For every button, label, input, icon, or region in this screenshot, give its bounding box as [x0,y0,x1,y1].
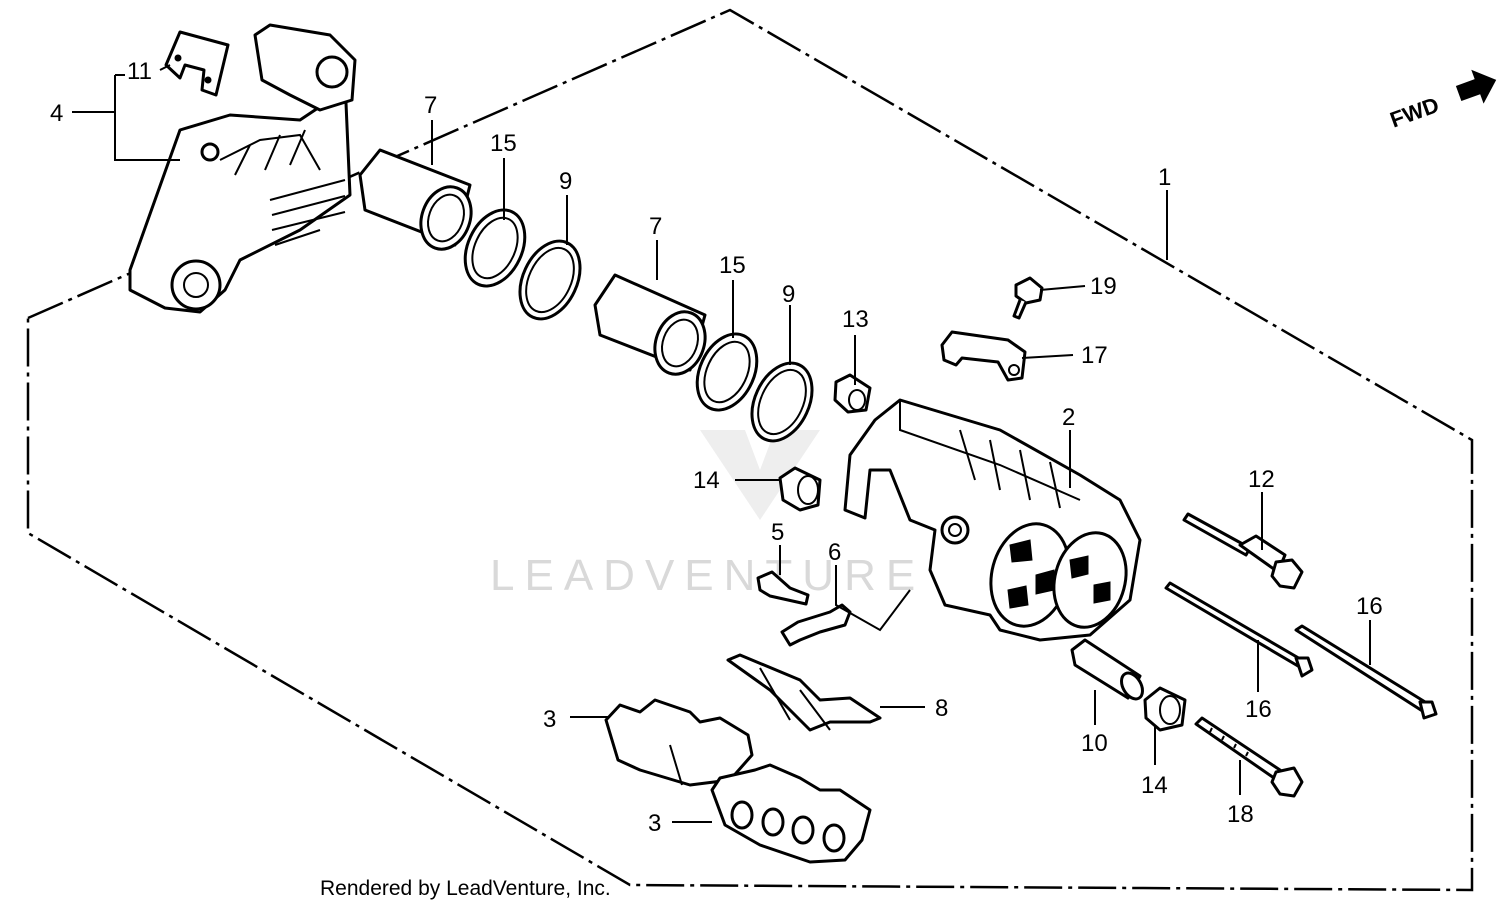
callout-4: 4 [50,100,63,127]
sleeve-part [1070,638,1144,701]
callout-16a: 16 [1245,696,1272,723]
piston-upper-part [358,148,473,251]
dust-seal-lower-inner [757,368,807,436]
mounting-bolt-part [1194,716,1304,798]
piston-seal-upper-inner [471,216,519,280]
callout-2: 2 [1062,404,1075,431]
callout-9a: 9 [559,168,572,195]
leader-lines [72,64,1371,823]
callout-14b: 14 [1141,772,1168,799]
pad-pin-right-part [1294,624,1438,720]
pin-bolt-part [1182,512,1304,590]
footer-credit: Rendered by LeadVenture, Inc. [320,877,611,900]
retainer-plate-part [940,330,1027,382]
caliper-body-part [843,398,1142,642]
callout-19: 19 [1090,273,1117,300]
bleed-bolt-small-part [1012,276,1044,320]
piston-seal-lower-inner [703,340,751,404]
callout-9b: 9 [782,281,795,308]
assembly-frame [26,8,1474,892]
pad-shim-part [726,653,882,732]
callout-17: 17 [1081,342,1108,369]
callout-14a: 14 [693,467,720,494]
watermark-text: LEADVENTURE [490,551,925,600]
callout-15b: 15 [719,252,746,279]
callout-1: 1 [1158,164,1171,191]
brake-pad-upper-part [604,698,754,787]
callout-13: 13 [842,306,869,333]
callout-12: 12 [1248,466,1275,493]
fwd-label: FWD [1387,92,1443,133]
piston-seal-upper-part [463,208,527,288]
boot-upper-part [778,466,822,512]
caliper-bracket-part [128,23,357,314]
callout-7b: 7 [649,213,662,240]
callout-5: 5 [771,519,784,546]
callout-11: 11 [127,58,152,85]
pad-spring-part [164,30,230,97]
bleeder-valve-part [756,570,810,606]
callout-15a: 15 [490,130,517,157]
pad-pin-middle-part [1164,581,1314,678]
callout-6: 6 [828,539,841,566]
dust-seal-lower-part [750,361,814,443]
callout-8: 8 [935,695,948,722]
pin-boot-part [833,373,872,414]
watermark: LEADVENTURE [490,430,925,600]
hose-guide-part [780,603,852,647]
brake-pad-lower-part [710,763,872,864]
callout-7a: 7 [424,92,437,119]
fwd-arrow-icon: FWD [1387,69,1497,133]
callout-18: 18 [1227,801,1254,828]
piston-lower-part [593,273,707,376]
callout-3b: 3 [648,810,661,837]
callout-10: 10 [1081,730,1108,757]
callout-3a: 3 [543,706,556,733]
piston-seal-lower-part [695,332,759,412]
boot-lower-part [1143,686,1187,732]
callout-16b: 16 [1356,593,1383,620]
dust-seal-upper-inner [525,246,575,314]
